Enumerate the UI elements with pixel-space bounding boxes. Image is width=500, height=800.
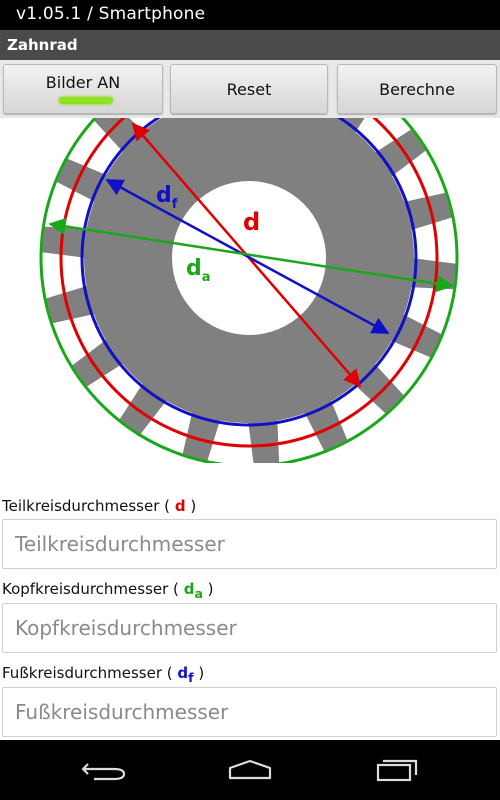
home-icon[interactable]	[226, 758, 274, 782]
bilder-button-label: Bilder AN	[45, 73, 121, 92]
field-symbol-sub: f	[188, 670, 194, 685]
bilder-toggle-button[interactable]: Bilder AN	[3, 64, 163, 114]
label-da: da	[186, 256, 211, 285]
gear-tooth	[387, 312, 442, 358]
label-df: df	[156, 183, 178, 212]
field-label-tip-diameter: Kopfkreisdurchmesser ( da )	[2, 580, 214, 601]
field-symbol-main: d	[174, 497, 186, 515]
field-symbol-sub: a	[194, 586, 203, 601]
berechne-button[interactable]: Berechne	[337, 64, 497, 114]
gear-tooth	[247, 415, 280, 463]
reset-button-label: Reset	[226, 80, 272, 99]
back-icon[interactable]	[80, 758, 128, 782]
status-bar-title: v1.05.1 / Smartphone	[16, 4, 206, 24]
label-da-sub: a	[202, 270, 211, 285]
status-bar: v1.05.1 / Smartphone	[0, 0, 500, 30]
field-label-pitch-diameter: Teilkreisdurchmesser ( d )	[2, 497, 196, 518]
toggle-indicator-icon	[59, 97, 113, 104]
field-label-close: )	[198, 664, 205, 682]
field-label-close: )	[207, 580, 214, 598]
reset-button[interactable]: Reset	[170, 64, 328, 114]
label-d: d	[243, 208, 260, 236]
berechne-button-label: Berechne	[379, 80, 455, 99]
field-symbol: da	[183, 580, 203, 601]
field-label-text: Fußkreisdurchmesser (	[2, 664, 173, 682]
gear-diagram-svg: d df da	[39, 118, 459, 463]
root-diameter-input[interactable]	[2, 687, 497, 737]
tip-diameter-arrow	[48, 217, 454, 293]
pitch-diameter-input[interactable]	[2, 519, 497, 569]
field-label-root-diameter: Fußkreisdurchmesser ( df )	[2, 664, 204, 685]
navigation-bar	[0, 740, 500, 800]
tip-diameter-input[interactable]	[2, 603, 497, 653]
field-symbol: d	[175, 497, 186, 515]
tip-circle	[39, 118, 459, 463]
app-title: Zahnrad	[7, 36, 78, 54]
field-label-close: )	[190, 497, 197, 515]
field-symbol-main: d	[177, 664, 189, 682]
field-label-text: Kopfkreisdurchmesser (	[2, 580, 179, 598]
field-label-text: Teilkreisdurchmesser (	[2, 497, 171, 515]
gear-tooth	[302, 396, 348, 451]
label-df-sub: f	[172, 197, 178, 212]
action-bar: Zahnrad	[0, 30, 500, 60]
gear-diagram: d df da	[0, 118, 500, 463]
field-symbol-main: d	[183, 580, 195, 598]
recent-apps-icon[interactable]	[372, 758, 420, 782]
label-da-main: d	[186, 256, 202, 281]
label-df-main: d	[156, 183, 172, 208]
button-bar: Bilder AN Reset Berechne	[0, 60, 500, 118]
gear-tooth	[56, 158, 111, 204]
field-symbol: df	[177, 664, 194, 685]
